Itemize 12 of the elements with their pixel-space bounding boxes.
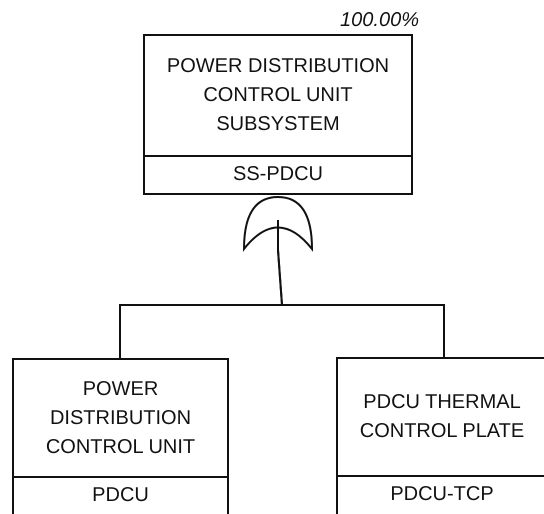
event-box (12, 358, 229, 514)
connector-line (277, 250, 445, 357)
event-description: POWER DISTRIBUTION CONTROL UNIT SUBSYSTEM (166, 54, 390, 137)
event-box (143, 34, 413, 195)
probability-label: 100.00% (340, 9, 419, 32)
event-box (336, 357, 544, 514)
event-code: PDCU (92, 484, 149, 506)
or-gate-symbol (243, 196, 313, 250)
event-code: PDCU-TCP (390, 483, 494, 505)
event-description: PDCU THERMAL CONTROL PLATE (358, 390, 526, 444)
event-code: SS-PDCU (232, 163, 323, 185)
event-description: POWER DISTRIBUTION CONTROL UNIT (44, 376, 196, 460)
